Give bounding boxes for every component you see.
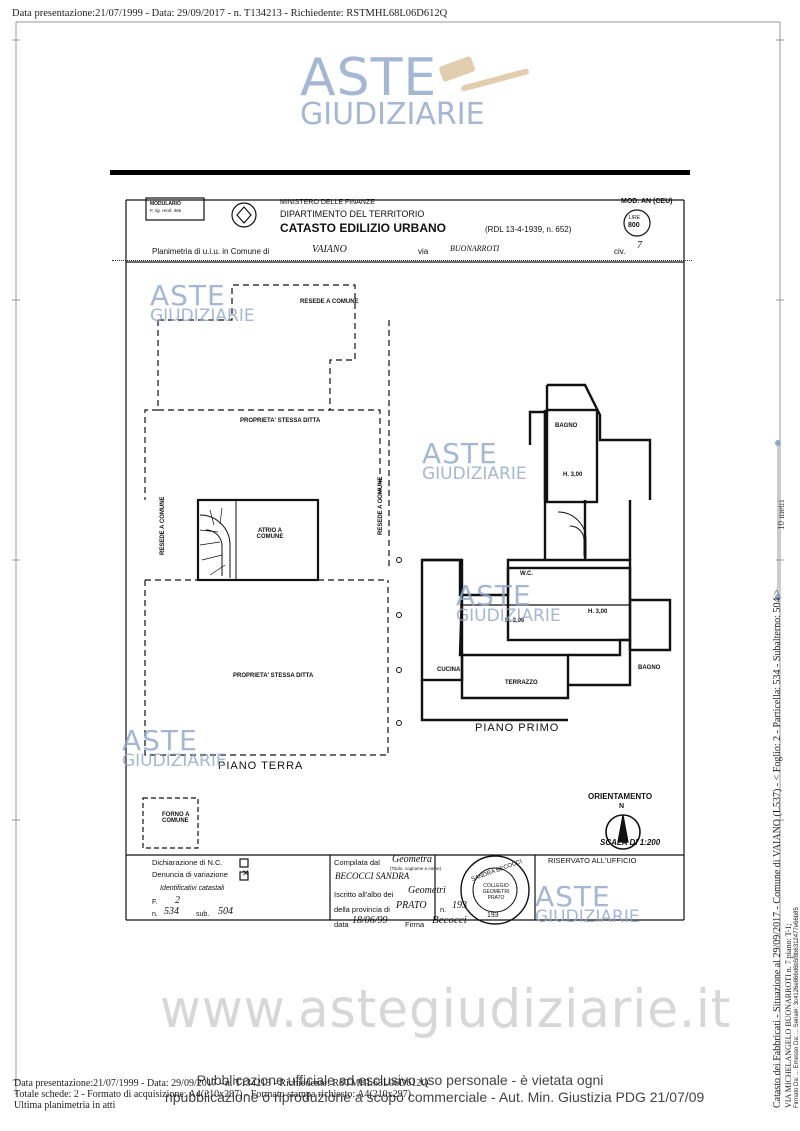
sheet-top-border — [110, 170, 690, 175]
bagno-2: BAGNO — [638, 665, 661, 671]
identificativi-label: Identificativi catastali — [160, 885, 225, 892]
numero-label: n. — [440, 905, 447, 914]
sub-value: 504 — [218, 906, 233, 917]
resede-left: RESEDE A COMUNE — [160, 496, 166, 555]
foglio-value: 2 — [175, 895, 180, 906]
watermark-logo-top: ASTE GIUDIZIARIE — [300, 48, 485, 132]
ministry-label: MINISTERO DELLE FINANZE — [280, 199, 375, 206]
stamp-value: 800 — [628, 222, 640, 229]
planimetria-underline — [112, 260, 692, 261]
gavel-icon — [439, 56, 529, 92]
data-value: 18/06/99 — [352, 915, 388, 926]
resede-comune-top: RESEDE A COMUNE — [300, 299, 359, 305]
right-margin-line-3: Firmato Da: ... Emesso Da: ... Serial#: … — [794, 907, 800, 1108]
civ-label: civ. — [614, 247, 626, 256]
particella-label: n. — [152, 911, 158, 918]
modulario-label: MODULARIO — [150, 201, 181, 207]
provincia-label: della provincia di — [334, 905, 390, 914]
right-margin-line-1: Catasto dei Fabbricati - Situazione al 2… — [772, 589, 783, 1108]
scale-mark-label: 10 metri — [776, 499, 786, 530]
via-value: BUONARROTI — [450, 244, 500, 253]
bottom-line-3: Ultima planimetria in atti — [14, 1100, 116, 1111]
proprieta-1: PROPRIETA' STESSA DITTA — [240, 418, 321, 424]
publication-notice-1: Pubblicazione ufficiale ad esclusivo uso… — [196, 1072, 604, 1088]
department-label: DIPARTIMENTO DEL TERRITORIO — [280, 209, 425, 219]
publication-notice-2: ripubblicazione o riproduzione a scopo c… — [165, 1089, 705, 1105]
compilata-value: Geometra — [392, 854, 432, 865]
right-margin-line-2: VIA MICHELANGELO BUONARROTI n. 7 piano: … — [784, 923, 793, 1108]
scale-label: SCALA DI 1:200 — [600, 838, 661, 847]
cucina-label: CUCINA — [437, 667, 461, 673]
denuncia-check: ✕ — [242, 868, 250, 878]
denuncia-label: Denuncia di variazione — [152, 870, 228, 879]
atrio-label: ATRIO A COMUNE — [256, 528, 284, 540]
seal-mid: COLLEGIO GEOMETRI PRATO — [482, 883, 510, 901]
bottom-line-2: Totale schede: 2 - Formato di acquisizio… — [14, 1089, 411, 1100]
dichiarazione-label: Dichiarazione di N.C. — [152, 858, 223, 867]
nome-value: BECOCCI SANDRA — [335, 871, 410, 881]
stamp-lire: LIRE — [629, 215, 641, 221]
data-label: data — [334, 920, 349, 929]
bagno-1: BAGNO — [555, 423, 578, 429]
piano-primo-label: PIANO PRIMO — [475, 722, 560, 734]
floor-plan-sheet — [125, 197, 685, 925]
terrazzo-label: TERRAZZO — [505, 680, 538, 686]
proprieta-2: PROPRIETA' STESSA DITTA — [233, 673, 314, 679]
compilata-label: Compilata dal — [334, 858, 380, 867]
catasto-title: CATASTO EDILIZIO URBANO — [280, 221, 446, 235]
foglio-label: F. — [152, 899, 158, 906]
sub-label: sub. — [196, 911, 210, 918]
law-reference: (RDL 13-4-1939, n. 652) — [485, 225, 572, 234]
riservato-label: RISERVATO ALL'UFFICIO — [548, 856, 637, 865]
piano-terra-label: PIANO TERRA — [218, 760, 304, 772]
height-2: H. 3,00 — [505, 618, 525, 624]
north-label: N — [619, 803, 625, 810]
particella-value: 534 — [164, 906, 179, 917]
planimetria-label: Planimetria di u.i.u. in Comune di — [152, 247, 270, 256]
civ-value: 7 — [637, 240, 642, 251]
albo-value: Geometri — [408, 885, 446, 896]
bottom-line-1: Data presentazione:21/07/1999 - Data: 29… — [14, 1078, 429, 1089]
forno-label: FORNO A COMUNE — [162, 812, 190, 824]
iscritto-label: Iscritto all'albo dei — [334, 890, 394, 899]
watermark-url: www.astegiudiziarie.it — [160, 978, 732, 1040]
modulario-sub: F. rig. rend. 466 — [150, 208, 182, 213]
numero-value: 193 — [452, 900, 467, 911]
header-line: Data presentazione:21/07/1999 - Data: 29… — [12, 8, 448, 19]
orientamento-label: ORIENTAMENTO — [588, 792, 653, 801]
via-label: via — [418, 247, 429, 256]
titolo-sub: (Titolo, cognome e nome) — [390, 866, 442, 871]
height-1: H. 3,00 — [563, 472, 583, 478]
firma-label: Firma — [405, 920, 425, 929]
height-3: H. 3,00 — [588, 609, 608, 615]
wc-label: W.C. — [520, 571, 533, 577]
provincia-value: PRATO — [396, 900, 427, 911]
resede-right: RESEDE A COMUNE — [378, 476, 384, 535]
mod-label: MOD. AN (CEU) — [621, 198, 673, 205]
seal-number: 193 — [487, 912, 499, 919]
firma-value: Becocci — [432, 914, 467, 926]
comune-value: VAIANO — [312, 244, 347, 255]
